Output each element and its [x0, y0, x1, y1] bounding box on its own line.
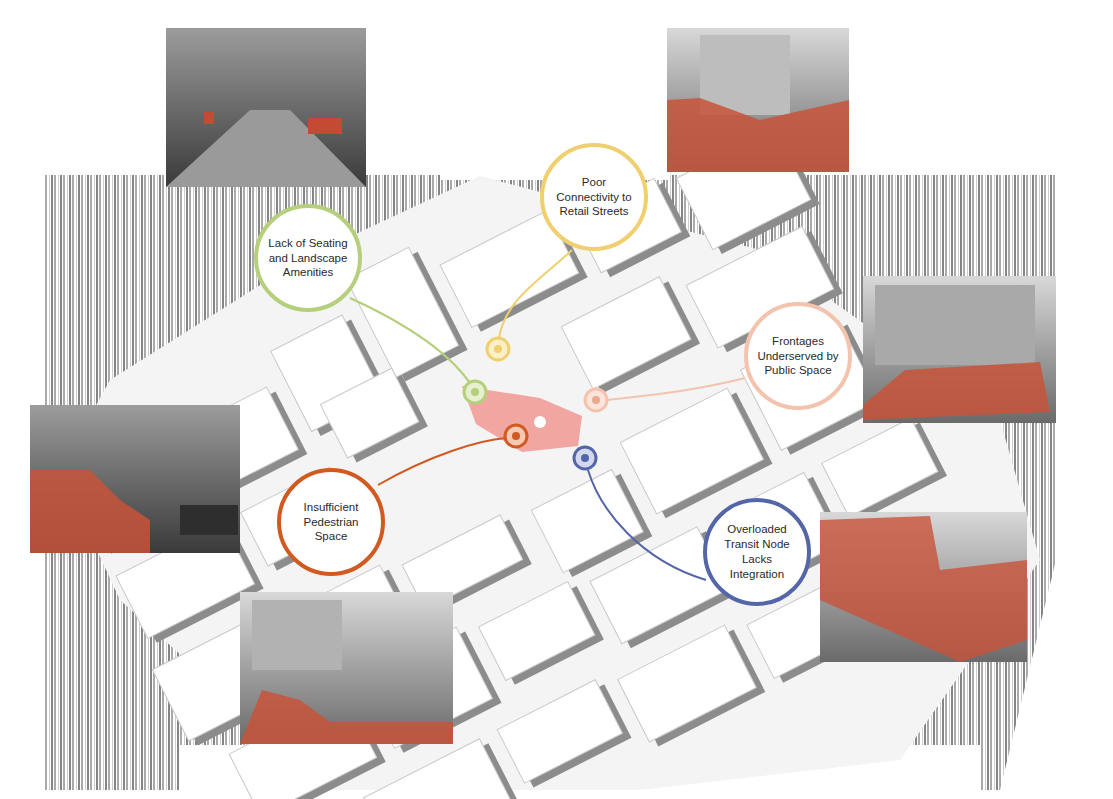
site-photo: [820, 512, 1027, 662]
issue-label: Overloaded Transit Node Lacks Integratio…: [714, 522, 800, 582]
issue-circle: Frontages Underserved by Public Space: [744, 302, 852, 410]
issue-circle: Poor Connectivity to Retail Streets: [540, 143, 648, 251]
site-photo: [667, 28, 849, 172]
site-photo: [863, 276, 1056, 423]
issue-circle: Insufficient Pedestrian Space: [277, 468, 385, 576]
location-marker: [464, 338, 607, 469]
issue-label: Lack of Seating and Landscape Amenities: [265, 236, 351, 281]
issue-label: Poor Connectivity to Retail Streets: [551, 175, 637, 220]
leader-line: [350, 250, 745, 580]
site-photo: [240, 592, 453, 744]
issue-circle: Lack of Seating and Landscape Amenities: [254, 204, 362, 312]
issue-circle: Overloaded Transit Node Lacks Integratio…: [703, 498, 811, 606]
site-photo: [166, 28, 366, 187]
site-photo: [30, 405, 240, 553]
issue-label: Insufficient Pedestrian Space: [288, 500, 374, 545]
issue-label: Frontages Underserved by Public Space: [755, 334, 841, 379]
